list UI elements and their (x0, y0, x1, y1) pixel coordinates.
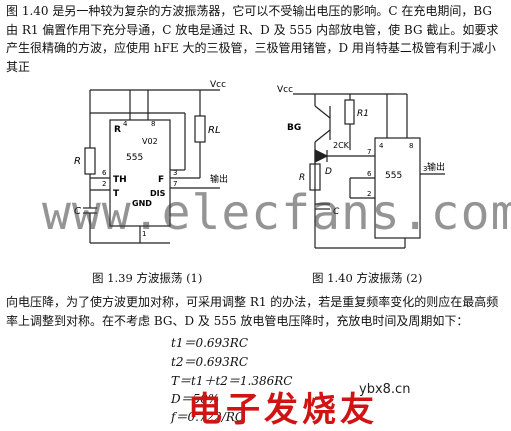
fig2-r: R (299, 173, 305, 183)
fig2-pin-4: 4 (379, 142, 384, 150)
formula-duty: D＝50% (171, 392, 220, 406)
fig1-pin-dis: DIS (150, 189, 166, 198)
fig1-pin-7: 7 (173, 180, 177, 188)
figure-caption-2: 图 1.40 方波振荡 (2) (312, 271, 423, 285)
fig1-pin-t: T (113, 189, 120, 199)
fig2-output: 输出 (427, 161, 445, 173)
fig1-pin-6: 6 (102, 169, 107, 177)
formula-t1: t1＝0.693RC (171, 336, 249, 350)
circuit-figure-1-39: Vcc R RL C 555 R V02 TH F T DIS GND 输出 4… (74, 80, 228, 244)
fig2-pin-7: 7 (367, 148, 371, 156)
fig2-bg: BG (287, 123, 301, 133)
fig1-pin-1: 1 (142, 230, 146, 238)
fig1-pin-3: 3 (173, 169, 177, 177)
fig1-pin-gnd: GND (132, 199, 152, 208)
formula-period: T＝t1＋t2＝1.386RC (171, 374, 293, 388)
fig1-vcc: Vcc (210, 80, 226, 90)
fig1-r-label: R (74, 156, 81, 167)
fig1-output: 输出 (210, 173, 228, 185)
fig1-pin-v: V02 (142, 137, 158, 146)
watermark-site: ybx8.cn (356, 382, 414, 397)
fig1-chip-name: 555 (126, 153, 143, 163)
fig2-d: D (325, 167, 332, 177)
fig2-pin-3: 3 (423, 165, 427, 173)
fig2-pin-6: 6 (367, 170, 372, 178)
fig1-c-label: C (74, 206, 81, 217)
fig1-pin-4: 4 (123, 120, 128, 128)
fig1-pin-f: F (158, 175, 164, 185)
fig2-r1: R1 (357, 109, 369, 119)
watermark-url: www.elecfans.com (42, 185, 511, 241)
fig2-chip-name: 555 (385, 171, 402, 181)
circuit-figure-1-40: Vcc BG R1 2CK D R C 555 输出 4 8 7 6 2 3 (277, 85, 445, 249)
fig1-pin-8: 8 (151, 120, 155, 128)
fig2-pin-2: 2 (367, 190, 371, 198)
fig1-pin-th: TH (113, 175, 127, 185)
fig2-c: C (333, 207, 340, 217)
fig1-rl-label: RL (208, 125, 221, 136)
fig2-pin-8: 8 (409, 142, 413, 150)
fig1-pin-r: R (114, 125, 121, 135)
fig2-vcc: Vcc (277, 85, 293, 95)
fig1-pin-2: 2 (102, 180, 106, 188)
formula-frequency: f＝0.722/RC (171, 410, 245, 424)
body-paragraph-2: 向电压降，为了使方波更加对称，可采用调整 R1 的办法，若是重复频率变化的则应在… (6, 295, 499, 328)
fig2-part: 2CK (333, 141, 350, 150)
body-paragraph-1: 图 1.40 是另一种较为复杂的方波振荡器，它可以不受输出电压的影响。C 在充电… (6, 4, 499, 74)
formula-t2: t2＝0.693RC (171, 355, 249, 369)
figure-caption-1: 图 1.39 方波振荡 (1) (92, 271, 203, 285)
watermark-logo-cn: 电子发烧友 (188, 390, 378, 430)
